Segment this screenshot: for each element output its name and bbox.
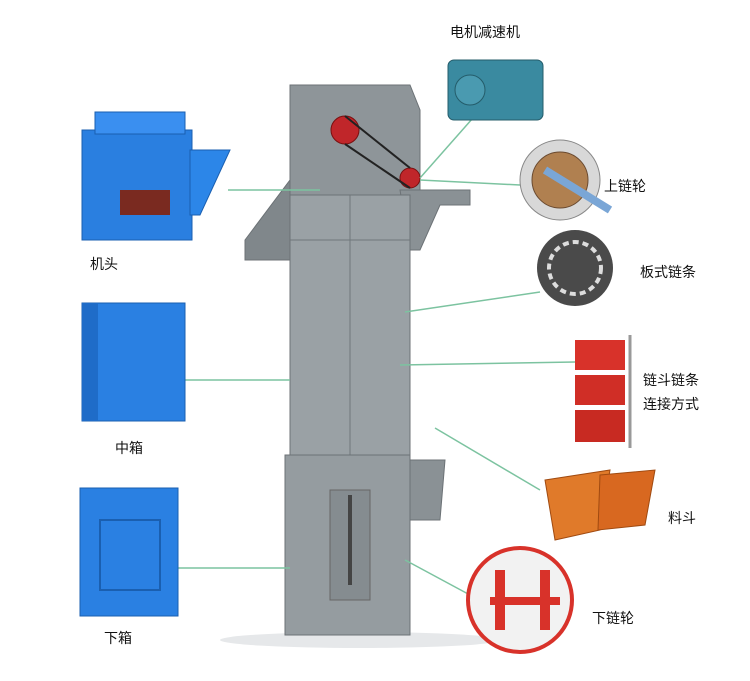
motor-reducer-image <box>447 59 544 121</box>
elevator-body <box>220 84 500 648</box>
label-lower-box: 下箱 <box>104 631 132 647</box>
label-middle-box: 中箱 <box>115 441 143 457</box>
label-hopper: 料斗 <box>668 511 696 527</box>
label-lower-sprocket: 下链轮 <box>592 611 634 627</box>
label-plate-chain: 板式链条 <box>640 265 696 281</box>
plate-chain-image <box>537 230 613 306</box>
bucket-chain-image <box>575 335 632 448</box>
label-upper-sprocket: 上链轮 <box>604 179 646 195</box>
lower-box-image <box>79 487 179 617</box>
label-bucket-chain-1: 链斗链条 <box>643 373 699 389</box>
lower-sprocket-image <box>466 546 574 654</box>
upper-sprocket-image <box>519 139 613 221</box>
middle-box-image <box>81 302 186 422</box>
leader-lines <box>178 109 576 596</box>
label-bucket-chain-2: 连接方式 <box>643 397 699 413</box>
label-motor-reducer: 电机减速机 <box>450 25 520 41</box>
hopper-image <box>544 469 656 541</box>
label-head: 机头 <box>90 257 118 273</box>
head-part-image <box>81 111 231 241</box>
